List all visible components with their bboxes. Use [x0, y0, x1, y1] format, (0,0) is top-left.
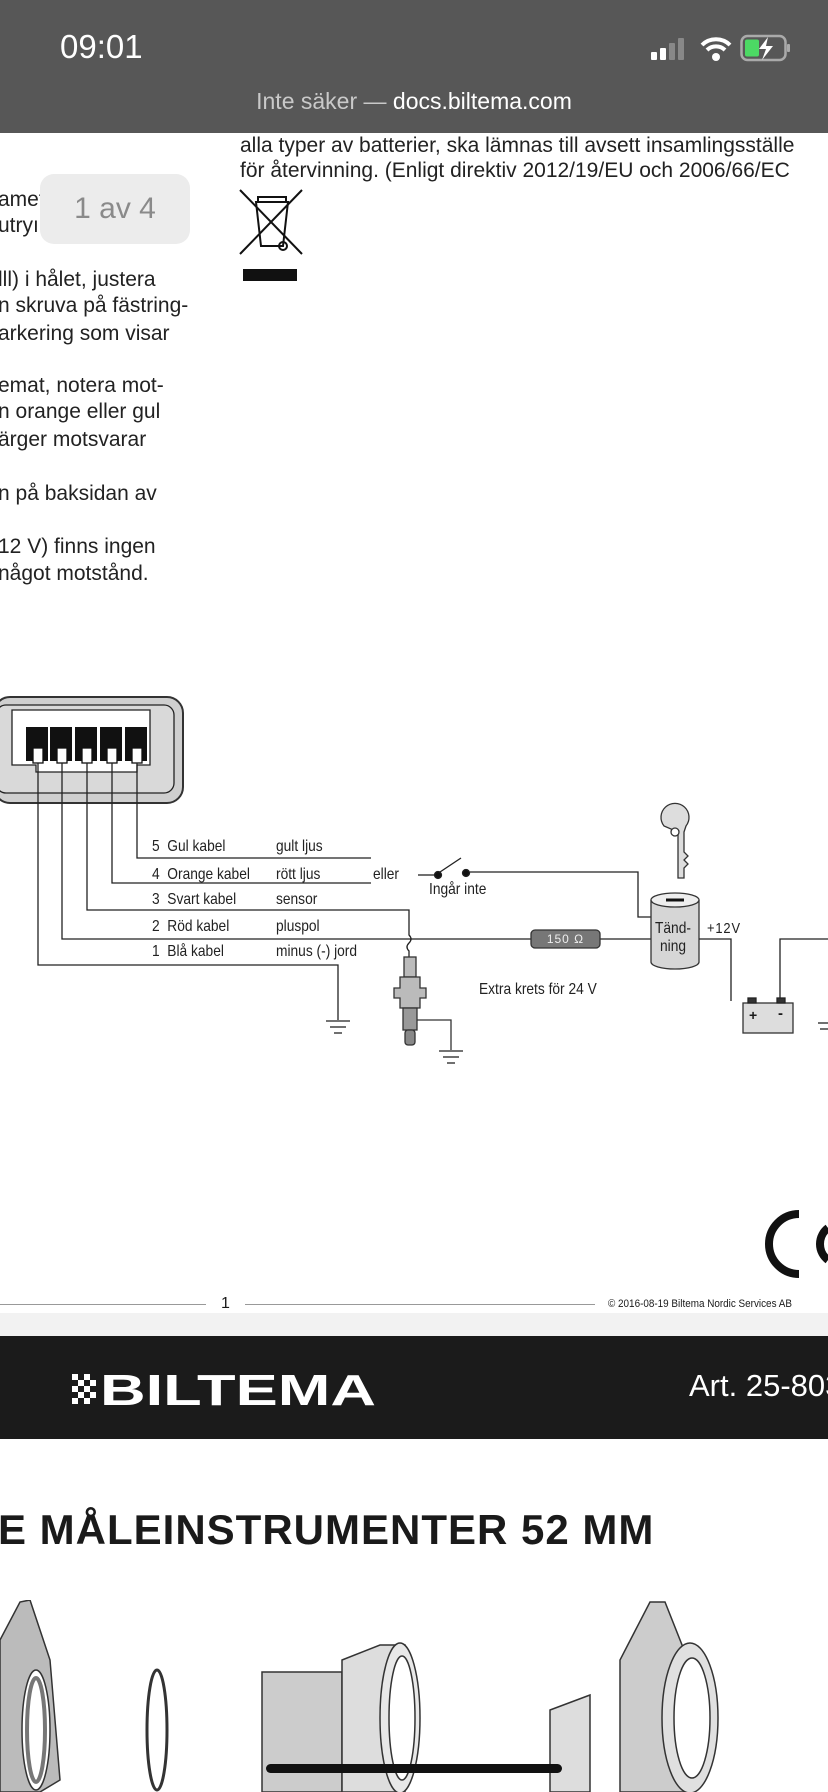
doc-text-line: utryı — [0, 214, 39, 237]
divider — [0, 1304, 206, 1305]
doc-text-line: n skruva på fästring- — [0, 294, 189, 317]
resistor-label: 150 Ω — [546, 932, 585, 946]
logo-text: BILTEMA — [100, 1370, 376, 1408]
doc-text-line: för återvinning. (Enligt direktiv 2012/1… — [240, 159, 790, 182]
doc-text-line: arkering som visar — [0, 322, 170, 345]
browser-status-bar: 09:01 Inte säker — docs.biltema.com — [0, 0, 828, 133]
doc-text-line: amet — [0, 188, 45, 211]
biltema-logo: BILTEMA — [72, 1370, 376, 1408]
temperature-sensor-icon — [393, 956, 452, 1050]
article-number: Art. 25-803 — [689, 1368, 828, 1403]
ground-icon — [439, 1050, 463, 1064]
doc-text-line: n på baksidan av — [0, 482, 157, 505]
ground-icon — [326, 1020, 350, 1034]
doc-text-line: något motstånd. — [0, 562, 149, 585]
wire-5 — [136, 763, 371, 859]
doc-text-line: n orange eller gul — [0, 400, 161, 423]
doc-partial-line: alla typer av batterier, ska lämnas till… — [240, 134, 795, 157]
copyright: © 2016-08-19 Biltema Nordic Services AB — [608, 1298, 792, 1310]
wire-label: 3 Svart kabel — [152, 891, 237, 908]
ignition-label: Tänd- — [655, 920, 691, 937]
crossed-out-bin-icon — [239, 189, 303, 281]
wire-1 — [37, 763, 339, 1020]
battery-icon — [742, 997, 794, 1034]
cellular-signal-icon — [651, 38, 684, 60]
page-gap — [0, 1313, 828, 1336]
wire-function: rött ljus — [276, 866, 321, 883]
domain-label: docs.biltema.com — [392, 88, 572, 114]
clock: 09:01 — [60, 28, 143, 65]
gauge-body-part — [549, 1601, 719, 1792]
ignition-label: ning — [660, 938, 687, 955]
ground-icon — [818, 1022, 828, 1030]
wire-label: 2 Röd kabel — [152, 918, 230, 935]
connector-plug — [0, 696, 184, 804]
wire-3 — [86, 763, 412, 957]
extra-circuit-label: Extra krets för 24 V — [479, 981, 597, 998]
voltage-label: +12V — [707, 920, 741, 937]
o-ring-part — [145, 1668, 169, 1792]
not-included-label: Ingår inte — [429, 881, 487, 898]
separator: — — [357, 88, 393, 114]
wire-function: pluspol — [276, 918, 320, 935]
battery-minus: - — [778, 1005, 783, 1022]
ce-mark-icon — [765, 1210, 828, 1278]
page-indicator: 1 av 4 — [40, 174, 190, 244]
page-number: 1 — [221, 1295, 230, 1312]
nut-part — [0, 1600, 61, 1792]
wire-function: gult ljus — [276, 838, 323, 855]
ignition-switch — [650, 892, 700, 970]
doc-text-line: emat, notera mot- — [0, 374, 164, 397]
wiring-diagram — [0, 696, 828, 1064]
document-header-band: BILTEMA Art. 25-803 — [0, 1336, 828, 1439]
wire-function: minus (-) jord — [276, 943, 358, 960]
divider — [245, 1304, 595, 1305]
wire-2 — [61, 763, 651, 940]
document-heading: E MÅLEINSTRUMENTER 52 MM — [0, 1506, 655, 1553]
wifi-icon — [700, 37, 732, 61]
resistor-icon — [530, 929, 601, 949]
wire-4 — [111, 763, 371, 884]
or-label: eller — [373, 866, 400, 883]
wire-label: 1 Blå kabel — [152, 943, 224, 960]
switch-icon — [418, 857, 651, 918]
doc-text-line: lll) i hålet, justera — [0, 268, 156, 291]
home-indicator[interactable] — [266, 1764, 562, 1773]
wire-label: 5 Gul kabel — [152, 838, 226, 855]
wire-label: 4 Orange kabel — [152, 866, 250, 883]
security-label: Inte säker — [256, 88, 358, 114]
doc-text-line: 12 V) finns ingen — [0, 535, 156, 558]
battery-charging-icon — [740, 34, 790, 62]
key-icon — [660, 802, 690, 879]
battery-plus: + — [749, 1007, 758, 1023]
doc-text-line: ärger motsvarar — [0, 428, 147, 451]
wire-function: sensor — [276, 891, 318, 908]
address-bar[interactable]: Inte säker — docs.biltema.com — [0, 88, 828, 115]
